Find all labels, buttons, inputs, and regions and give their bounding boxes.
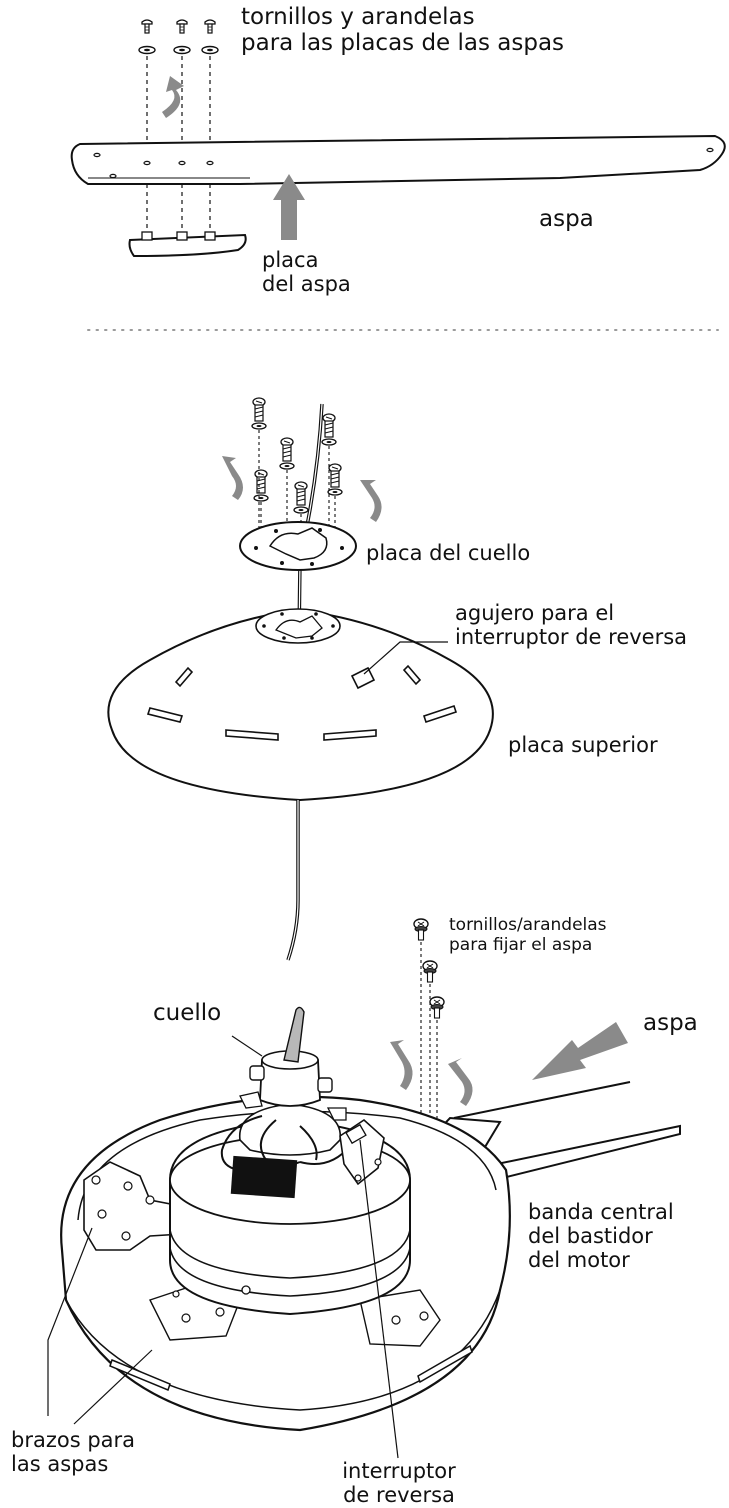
label-blade-screws: tornillos y arandelas para las placas de… <box>241 4 564 56</box>
label-blade-screws-line1: tornillos y arandelas <box>241 4 475 30</box>
blade-top <box>70 134 726 185</box>
label-blade-arms-line2: las aspas <box>11 1452 109 1476</box>
label-reverse-switch-line1: interruptor <box>342 1459 456 1483</box>
up-arrow-blade-plate <box>273 174 305 240</box>
blade-screw-group <box>138 19 219 236</box>
label-top-plate: placa superior <box>508 733 658 757</box>
label-collar-plate: placa del cuello <box>366 541 531 565</box>
label-reverse-hole: agujero para el interruptor de reversa <box>455 601 687 649</box>
rotate-arrow-right <box>360 480 382 522</box>
label-collar: cuello <box>153 1000 222 1026</box>
label-center-band-line1: banda central <box>528 1200 674 1224</box>
label-blade-plate: placa del aspa <box>262 248 351 296</box>
rotate-arrow-attach-1 <box>390 1040 413 1090</box>
label-blade-plate-line2: del aspa <box>262 272 351 296</box>
label-reverse-switch-line2: de reversa <box>343 1483 455 1507</box>
label-blade-screws-line2: para las placas de las aspas <box>241 30 565 56</box>
label-attach-screws: tornillos/arandelas para fijar el aspa <box>449 915 607 955</box>
blade-plate <box>128 233 247 258</box>
label-attach-screws-line2: para fijar el aspa <box>449 935 593 955</box>
label-reverse-switch: interruptor de reversa <box>338 1459 460 1507</box>
label-center-band: banda central del bastidor del motor <box>528 1200 674 1272</box>
collar-part <box>239 1006 347 1156</box>
center-band <box>169 1247 411 1297</box>
rotate-arrow-top <box>162 76 184 118</box>
insert-arrow-blade <box>532 1022 628 1080</box>
top-plate <box>107 608 494 802</box>
label-blade-arms: brazos para las aspas <box>11 1428 135 1476</box>
reverse-switch-hole <box>350 666 376 690</box>
motor-wire-block <box>230 1155 298 1199</box>
label-blade-top: aspa <box>539 206 594 232</box>
label-center-band-line3: del motor <box>528 1248 630 1272</box>
leader-lines <box>47 1035 399 1459</box>
label-blade-bottom: aspa <box>643 1010 698 1036</box>
label-reverse-hole-line2: interruptor de reversa <box>455 625 688 649</box>
label-reverse-hole-line1: agujero para el <box>455 601 615 625</box>
label-attach-screws-line1: tornillos/arandelas <box>449 915 607 935</box>
label-blade-plate-line1: placa <box>262 248 319 272</box>
rotate-arrow-left <box>222 456 243 500</box>
label-blade-arms-line1: brazos para <box>11 1428 136 1452</box>
rotate-arrow-attach-2 <box>448 1058 473 1106</box>
label-center-band-line2: del bastidor <box>528 1224 653 1248</box>
